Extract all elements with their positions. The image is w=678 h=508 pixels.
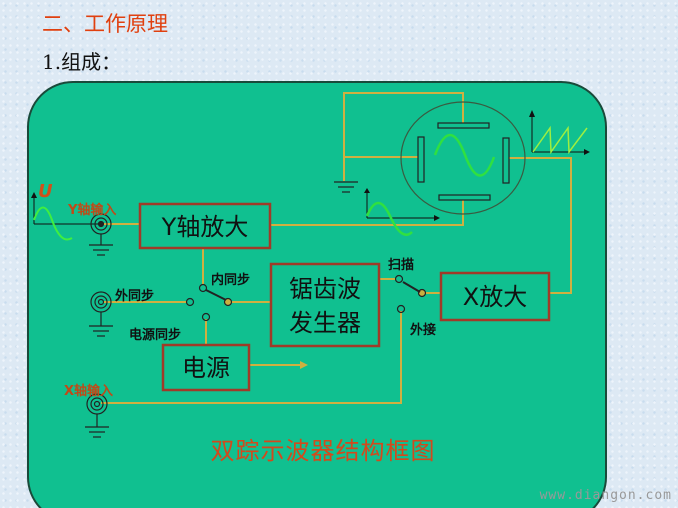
sweep-label: 扫描 [388,257,414,273]
x-amplifier-label: X放大 [463,283,527,311]
sweep-switch[interactable] [394,274,427,314]
x-amplifier-block [439,271,551,322]
external-sync-label: 外同步 [114,288,154,304]
y-signal-graph [364,188,440,236]
sawtooth-graph [529,110,590,155]
external-label: 外接 [409,322,436,338]
diagram-caption: 双踪示波器结构框图 [211,437,436,465]
watermark: www.diangon.com [539,488,672,503]
y-input-jack-icon[interactable] [89,213,113,256]
x-input-jack-icon[interactable] [85,393,109,438]
power-sync-label: 电源同步 [129,327,181,343]
y-amplifier-block [138,202,272,250]
sawtooth-generator-block [269,262,381,348]
u-label: U [38,181,53,202]
y-amplifier-label: Y轴放大 [161,213,249,241]
subsection-heading: 1.组成： [42,50,122,74]
power-block [161,343,251,392]
y-input-label: Y轴输入 [67,202,116,218]
x-input-label: X轴输入 [64,383,113,399]
ground-icon [334,181,358,193]
sawtooth-label-line2: 发生器 [289,309,361,337]
power-label: 电源 [182,354,230,382]
wires [101,92,572,404]
ext-sync-jack-icon[interactable] [89,291,113,337]
sync-switch[interactable] [185,283,233,322]
section-heading: 二、工作原理 [42,12,168,36]
crt-tube [400,101,526,215]
sawtooth-label-line1: 锯齿波 [289,275,361,303]
input-signal-graph: U [31,181,100,241]
internal-sync-label: 内同步 [211,272,250,288]
